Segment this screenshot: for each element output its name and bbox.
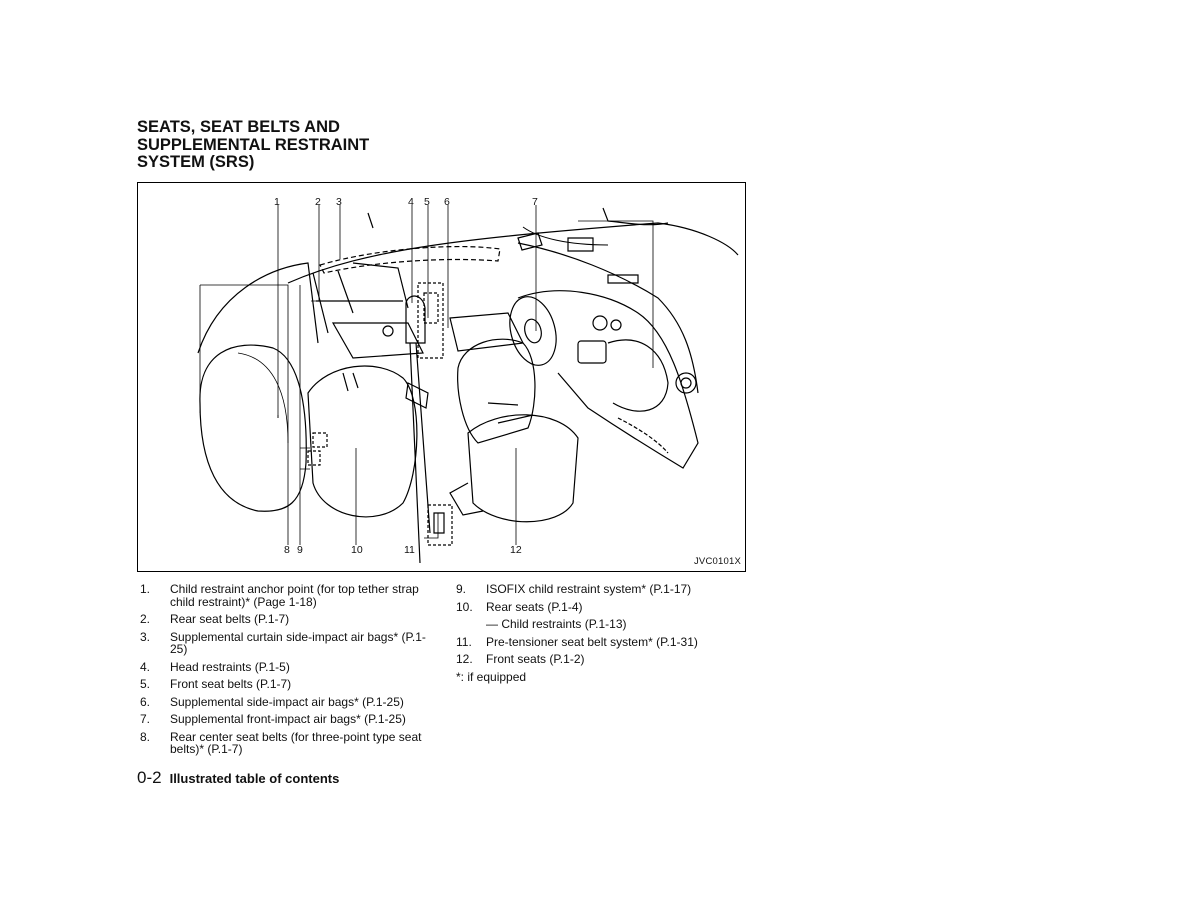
title-line-1: SEATS, SEAT BELTS AND	[137, 118, 340, 136]
legend-sub-item: — Child restraints (P.1-13)	[486, 617, 627, 631]
legend-text: Rear center seat belts (for three-point …	[170, 729, 422, 756]
legend-text: Front seats (P.1-2)	[486, 652, 585, 666]
figure-code: JVC0101X	[693, 556, 741, 567]
legend-number: 6.	[140, 694, 151, 709]
page-title: SEATS, SEAT BELTS AND SUPPLEMENTAL RESTR…	[137, 118, 457, 172]
legend-text: Child restraint anchor point (for top te…	[170, 582, 419, 609]
page-footer: 0-2 Illustrated table of contents	[137, 768, 339, 790]
legend-number: 1.	[140, 582, 151, 596]
legend-right-column: 9. ISOFIX child restraint system* (P.1-17…	[456, 583, 756, 683]
legend-item: 1. Child restraint anchor point (for top …	[140, 583, 440, 608]
interior-illustration: 1 2 3 4 5 6 7 8 9 10 11 12 JVC0101X	[137, 182, 746, 572]
legend-text: ISOFIX child restraint system* (P.1-17)	[486, 582, 692, 596]
legend-left-column: 1. Child restraint anchor point (for top …	[140, 583, 440, 761]
legend-item: 9. ISOFIX child restraint system* (P.1-17…	[456, 583, 756, 596]
legend-text: Supplemental side-impact air bags* (P.1-…	[170, 694, 404, 709]
legend-text: Pre-tensioner seat belt system* (P.1-31)	[486, 634, 698, 649]
car-interior-drawing	[197, 205, 739, 564]
section-title: Illustrated table of contents	[169, 771, 340, 786]
callout-9: 9	[297, 544, 303, 556]
legend-text: Head restraints (P.1-5)	[170, 659, 290, 674]
callout-8: 8	[284, 544, 290, 556]
legend-item: 2. Rear seat belts (P.1-7)	[140, 613, 440, 626]
legend-item: 10. Rear seats (P.1-4)	[456, 599, 756, 614]
legend-number: 3.	[140, 629, 151, 644]
legend-number: 9.	[456, 582, 467, 596]
legend-number: 10.	[456, 599, 473, 614]
title-line-2: SUPPLEMENTAL RESTRAINT	[137, 135, 370, 154]
legend-number: 8.	[140, 729, 151, 744]
legend-item: 3. Supplemental curtain side-impact air b…	[140, 629, 440, 656]
callout-11: 11	[404, 544, 415, 556]
callout-10: 10	[351, 544, 363, 556]
callout-1: 1	[274, 196, 280, 208]
legend-number: 11.	[456, 634, 472, 649]
legend-item: 11. Pre-tensioner seat belt system* (P.1-…	[456, 634, 756, 649]
callout-12: 12	[510, 544, 522, 556]
legend-text: Rear seat belts (P.1-7)	[170, 612, 290, 626]
title-line-3: SYSTEM (SRS)	[137, 153, 255, 171]
legend-item: 8. Rear center seat belts (for three-poin…	[140, 729, 440, 756]
callout-7: 7	[532, 196, 538, 208]
legend-item: 6. Supplemental side-impact air bags* (P.…	[140, 694, 440, 709]
callout-5: 5	[424, 196, 430, 208]
legend-item: 7. Supplemental front-impact air bags* (P…	[140, 713, 440, 726]
legend-item: 5. Front seat belts (P.1-7)	[140, 678, 440, 691]
legend-text: Supplemental front-impact air bags* (P.1…	[170, 712, 406, 726]
legend-number: 12.	[456, 652, 473, 666]
legend-text: Front seat belts (P.1-7)	[170, 677, 292, 691]
legend-item: 12. Front seats (P.1-2)	[456, 653, 756, 666]
legend-number: 5.	[140, 677, 151, 691]
legend-text: Rear seats (P.1-4)	[486, 599, 583, 614]
page-number: 0-2	[137, 768, 162, 787]
callout-6: 6	[444, 196, 450, 208]
callout-3: 3	[336, 196, 342, 208]
legend-number: 2.	[140, 612, 151, 626]
legend-number: 7.	[140, 712, 151, 726]
legend-text: Supplemental curtain side-impact air bag…	[170, 629, 426, 656]
callout-4: 4	[408, 196, 414, 208]
legend-item: 4. Head restraints (P.1-5)	[140, 659, 440, 674]
legend-number: 4.	[140, 659, 151, 674]
callout-2: 2	[315, 196, 321, 208]
equipped-note: *: if equipped	[456, 669, 527, 684]
